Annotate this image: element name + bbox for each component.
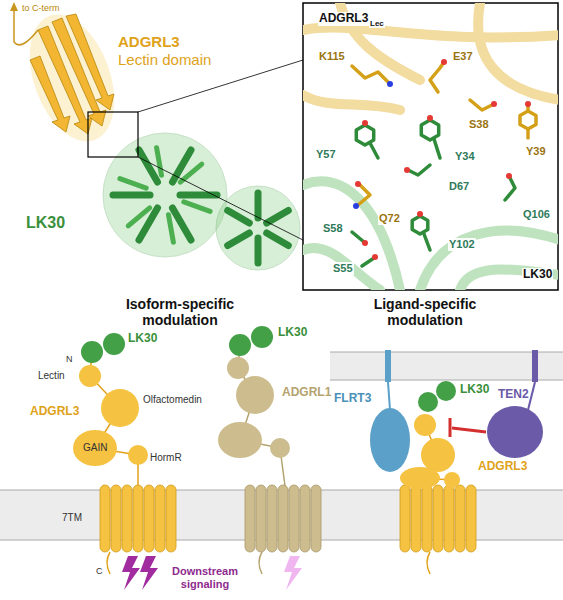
inset-structure [303,3,558,290]
signal-label: Downstream signaling [165,565,245,590]
protein-name: ADGRL1 [282,386,331,400]
protein-name: ADGRL3 [118,33,180,50]
residue-label: S58 [322,222,344,235]
arrow-head [10,2,18,11]
residue-label: S38 [468,118,490,131]
residue-label: Y102 [448,238,476,251]
residue-label: S55 [332,262,354,275]
domain-name: Lectin [38,370,65,382]
protein-name: LK30 [522,268,553,282]
arrow-line [13,9,15,42]
protein-name: LK30 [26,214,65,232]
domain-name: Lectin domain [118,51,211,68]
residue-label: Y39 [525,145,547,158]
protein-name: LK30 [278,326,307,340]
protein-name: FLRT3 [334,392,371,406]
residue-label: K115 [318,50,346,63]
protein-name: ADGRL3 [478,460,527,474]
zoom-line [138,157,303,240]
arrow-label: to C-term [22,3,60,13]
lectin-cartoon [14,3,131,153]
zoom-box [88,112,138,157]
protein-name: ADGRL3 [30,405,79,419]
panel-title: Ligand-specific modulation [340,296,510,328]
protein-name: TEN2 [498,388,529,402]
residue-label: D67 [448,180,470,193]
protein-name: LK30 [460,383,489,397]
domain-name: GAIN [83,442,107,454]
adgrl3-cartoon [400,381,476,574]
terminus-label: N [66,354,73,364]
residue-label: Y57 [315,148,337,161]
domain-name: HormR [150,452,182,464]
domain-name: Olfactomedin [143,394,202,406]
signal-bolt [122,556,302,590]
residue-label: Y34 [454,150,476,163]
domain-name: 7TM [62,512,82,524]
residue-label: Q72 [378,212,401,225]
protein-name: LK30 [128,332,157,346]
flrt3-cartoon [370,350,410,472]
inhibition-line [450,418,486,437]
lk30-cartoon [103,133,300,270]
adgrl1-cartoon [218,326,321,574]
protein-name: ADGRL3 [318,12,369,26]
residue-label: Q106 [522,208,551,221]
residue-label: E37 [452,50,474,63]
inset-frame [303,3,558,290]
subscript-label: Lec [369,19,385,28]
ten2-cartoon [487,350,543,458]
panel-title: Isoform-specific modulation [115,296,245,328]
terminus-label: C [96,566,103,576]
